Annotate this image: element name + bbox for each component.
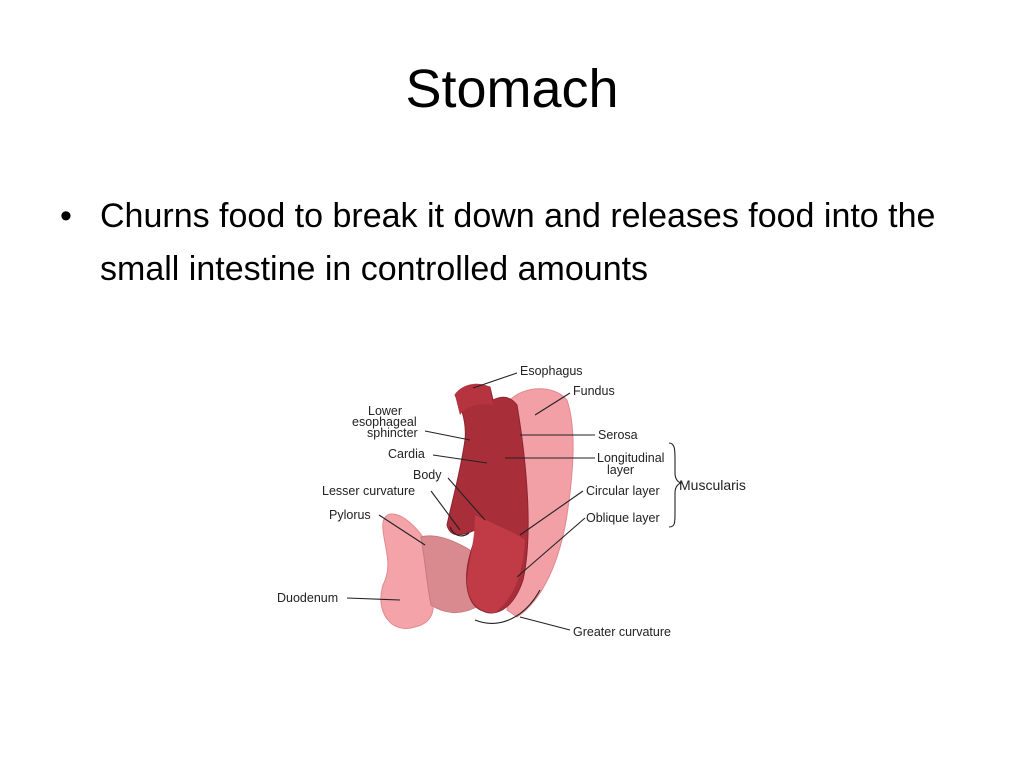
bullet-item: • Churns food to break it down and relea… [60, 190, 960, 296]
label-pylorus: Pylorus [329, 508, 371, 522]
label-circular: Circular layer [586, 484, 660, 498]
circular-layer-shape [467, 515, 525, 613]
label-les-3: sphincter [367, 426, 418, 440]
leader-greater-curvature [519, 616, 571, 631]
leader-body [447, 477, 486, 521]
greater-curvature-arc [474, 589, 541, 624]
esophagus-shape [455, 383, 493, 415]
leader-circular [519, 490, 584, 536]
stomach-diagram: Esophagus Fundus Lower esophageal sphinc… [255, 355, 755, 665]
bullet-text: Churns food to break it down and release… [100, 197, 936, 288]
leader-les [424, 430, 471, 441]
leader-lesser-curvature [430, 490, 461, 531]
leader-pylorus [378, 514, 426, 546]
label-cardia: Cardia [388, 447, 425, 461]
leader-oblique [516, 517, 586, 578]
bullet-list: • Churns food to break it down and relea… [60, 190, 960, 296]
leader-esophagus [472, 372, 518, 389]
label-esophagus: Esophagus [520, 364, 583, 378]
stomach-diagram-svg: Esophagus Fundus Lower esophageal sphinc… [277, 364, 746, 639]
leader-cardia [432, 454, 488, 464]
slide-title: Stomach [405, 59, 619, 119]
label-les-1: Lower [368, 404, 402, 418]
leader-duodenum [346, 597, 401, 601]
label-serosa: Serosa [598, 428, 638, 442]
label-longitudinal-2: layer [607, 463, 634, 477]
label-duodenum: Duodenum [277, 591, 338, 605]
label-body: Body [413, 468, 442, 482]
muscularis-brace [668, 442, 683, 528]
leader-fundus [534, 392, 571, 416]
label-greater-curvature: Greater curvature [573, 625, 671, 639]
lesser-curvature-arc [449, 526, 470, 537]
label-fundus: Fundus [573, 384, 615, 398]
label-longitudinal-1: Longitudinal [597, 451, 664, 465]
label-lesser-curvature: Lesser curvature [322, 484, 415, 498]
bullet-dot-icon: • [60, 197, 72, 235]
label-les-2: esophageal [352, 415, 417, 429]
label-muscularis: Muscularis [679, 477, 746, 493]
label-oblique: Oblique layer [586, 511, 660, 525]
pylorus-shape [420, 535, 481, 613]
